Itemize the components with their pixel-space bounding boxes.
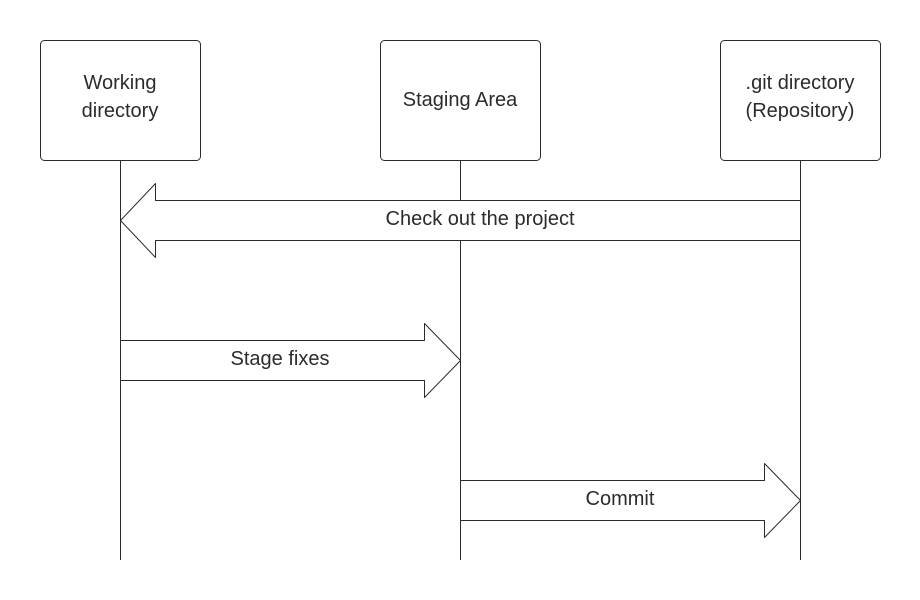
message-stage-label: Stage fixes <box>231 348 330 370</box>
participant-git: .git directory (Repository) <box>720 40 881 161</box>
message-checkout-label: Check out the project <box>386 208 575 230</box>
participant-git-label-line1: .git directory <box>746 72 855 94</box>
participant-working-label-line2: directory <box>82 100 159 122</box>
message-commit-label: Commit <box>586 488 655 510</box>
participant-git-label-line2: (Repository) <box>746 100 855 122</box>
participant-staging-label: Staging Area <box>403 89 518 111</box>
participant-staging: Staging Area <box>380 40 541 161</box>
message-checkout-arrow: Check out the project <box>120 183 801 258</box>
participant-working: Working directory <box>40 40 201 161</box>
message-stage-arrow: Stage fixes <box>120 323 461 398</box>
participant-working-label-line1: Working <box>84 72 157 94</box>
message-commit-arrow: Commit <box>460 463 801 538</box>
